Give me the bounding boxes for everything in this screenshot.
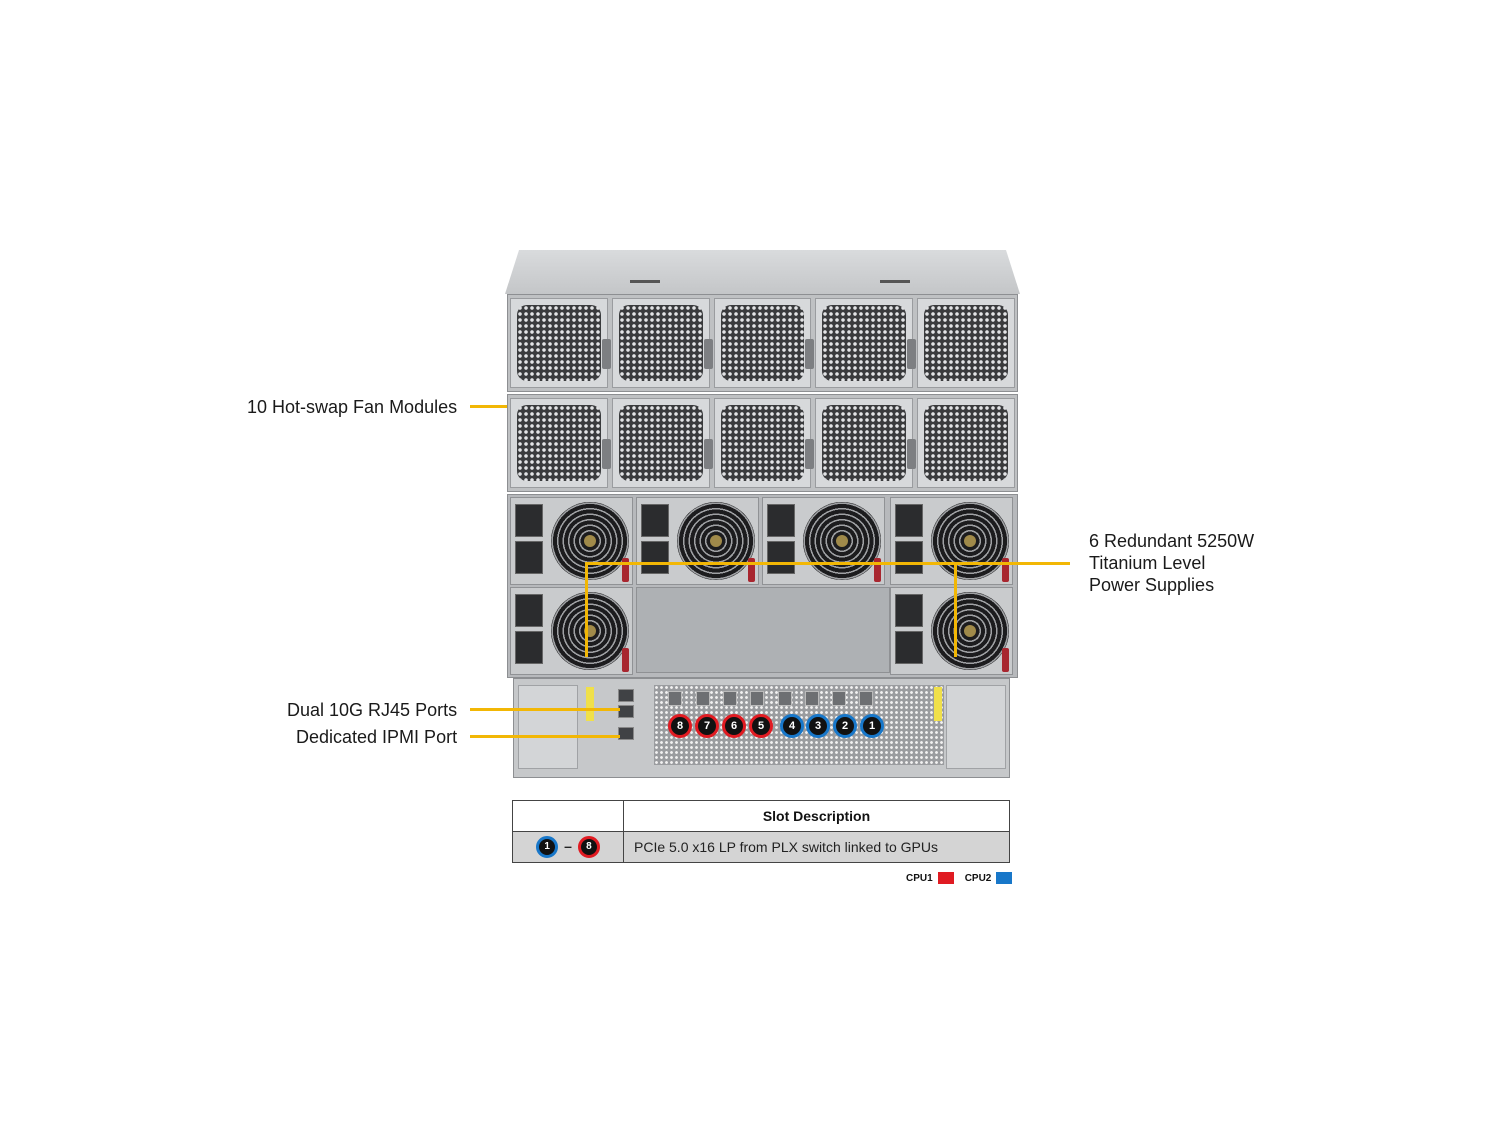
power-supply-unit	[762, 497, 885, 585]
fan-module	[510, 298, 611, 388]
legend-cpu1-label: CPU1	[906, 872, 933, 884]
slot-badge-to: 8	[577, 836, 600, 858]
release-tab-left	[586, 687, 594, 721]
power-supply-unit	[510, 587, 633, 675]
slot-badge-7: 7	[695, 714, 719, 738]
psu-label-line1: 6 Redundant 5250W	[1089, 531, 1255, 551]
power-supply-unit	[510, 497, 633, 585]
ipmi-leader-line	[470, 735, 620, 738]
fan-module	[917, 298, 1015, 388]
psu-leader-left-drop	[585, 562, 588, 657]
fan-module	[713, 398, 815, 488]
range-dash: –	[564, 837, 572, 854]
legend-cpu2-label: CPU2	[964, 872, 992, 884]
slot-badge-8: 8	[668, 714, 692, 738]
fan-module	[510, 398, 611, 488]
slot-description-table: Slot Description 1–8 PCIe 5.0 x16 LP fro…	[512, 800, 1010, 863]
table-header-row: Slot Description	[512, 800, 1010, 832]
ipmi-port-label: Dedicated IPMI Port	[296, 727, 458, 747]
slot-badge-from: 1	[536, 836, 559, 858]
fan-module	[815, 398, 917, 488]
rj45-ports-label: Dual 10G RJ45 Ports	[287, 700, 458, 720]
slot-badge-1: 1	[860, 714, 884, 738]
slot-badge-2: 2	[833, 714, 857, 738]
io-blank-left	[518, 685, 578, 769]
power-supply-unit	[890, 497, 1013, 585]
table-header-empty	[512, 800, 624, 832]
slot-badge-4: 4	[780, 714, 804, 738]
rj45-port-2	[618, 705, 634, 718]
server-chassis-rear	[505, 250, 1020, 780]
power-supply-bay	[507, 494, 1018, 678]
fan-module	[611, 398, 713, 488]
psu-label-line2: Titanium Level	[1089, 553, 1206, 573]
cpu-legend: CPU1 CPU2	[906, 872, 1018, 884]
legend-cpu2-swatch	[996, 872, 1013, 884]
slot-range-cell: 1–8	[512, 831, 624, 863]
fan-module	[611, 298, 713, 388]
power-supply-unit	[636, 497, 759, 585]
slot-badge-6: 6	[722, 714, 746, 738]
io-blank-right	[946, 685, 1006, 769]
psu-label-line3: Power Supplies	[1089, 575, 1215, 595]
rj45-port-1	[618, 689, 634, 702]
psu-leader-horizontal	[585, 562, 1070, 565]
fan-modules-label: 10 Hot-swap Fan Modules	[247, 397, 458, 417]
ipmi-port	[618, 727, 634, 740]
fan-module	[917, 398, 1015, 488]
chassis-lid	[505, 250, 1020, 294]
psu-blank-panel	[636, 587, 890, 673]
slot-badge-3: 3	[806, 714, 830, 738]
slot-description-cell: PCIe 5.0 x16 LP from PLX switch linked t…	[623, 831, 1010, 863]
fan-row-bottom	[507, 394, 1018, 492]
table-header-slot-description: Slot Description	[623, 800, 1010, 832]
table-row: 1–8 PCIe 5.0 x16 LP from PLX switch link…	[512, 831, 1010, 863]
fan-module	[815, 298, 917, 388]
slot-badge-5: 5	[749, 714, 773, 738]
power-supply-unit	[890, 587, 1013, 675]
fan-module	[713, 298, 815, 388]
psu-leader-right-drop	[954, 562, 957, 657]
fan-row-top	[507, 294, 1018, 392]
legend-cpu1-swatch	[937, 872, 954, 884]
rj45-leader-line	[470, 708, 620, 711]
release-tab-right	[934, 687, 942, 721]
